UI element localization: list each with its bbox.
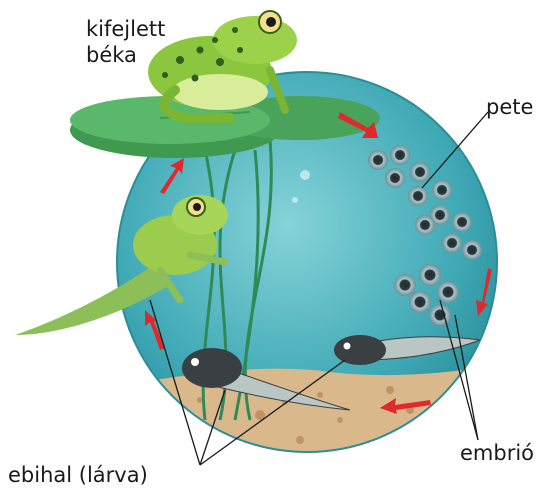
label-adult-frog: kifejlett béka (86, 16, 165, 68)
label-adult-line2: béka (86, 42, 165, 68)
label-adult-line1: kifejlett (86, 16, 165, 42)
label-egg: pete (486, 94, 533, 120)
label-embryo: embrió (460, 440, 534, 466)
label-tadpole: ebihal (lárva) (8, 462, 148, 488)
